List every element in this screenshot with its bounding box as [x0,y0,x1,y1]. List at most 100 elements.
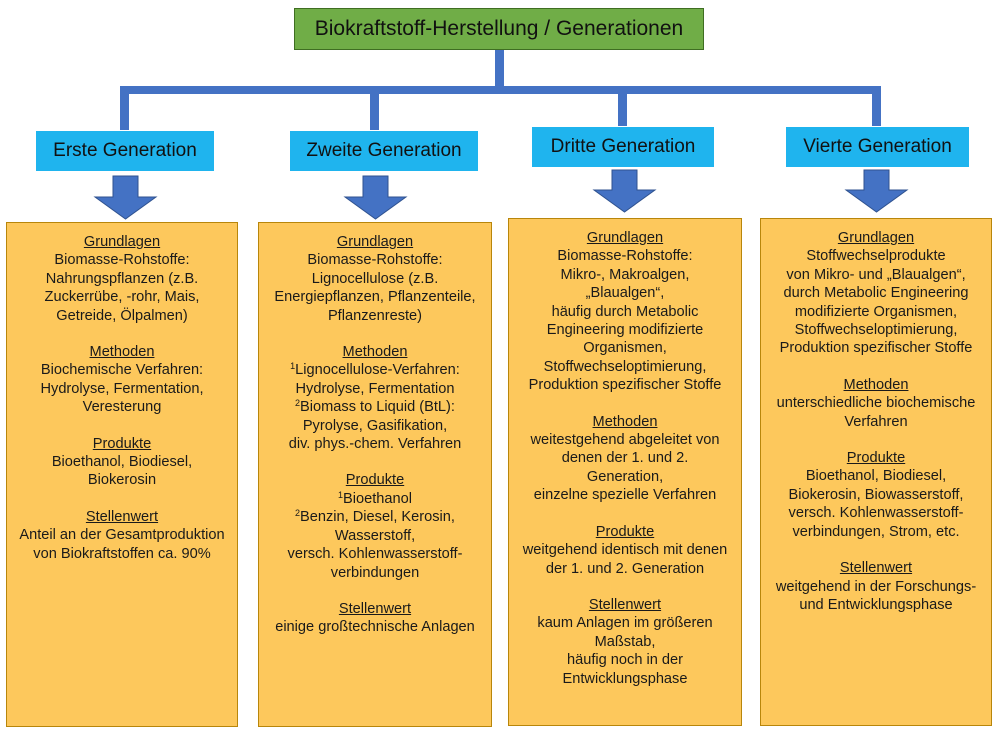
line-text: häufig durch Metabolic [551,303,699,320]
line-text: weitgehend identisch mit denen [522,542,728,559]
text-line: Lignocellulose (z.B. [259,270,491,288]
line-text: und Entwicklungsphase [799,596,953,613]
line-text: kaum Anlagen im größeren [537,615,713,632]
line-text: verbindungen [330,564,420,581]
text-line: 1Lignocellulose-Verfahren: [259,361,491,379]
line-text: Wasserstoff, [334,527,416,544]
line-text: „Blaualgen“, [585,285,665,302]
line-text: Produktion spezifischer Stoffe [528,377,722,394]
line-text: Lignocellulose-Verfahren: [295,362,460,379]
text-line: Pyrolyse, Gasifikation, [259,417,491,435]
branch-line-2 [370,86,379,130]
text-line: Getreide, Ölpalmen) [7,307,237,325]
generation-label-4: Vierte Generation [786,127,969,167]
branch-line-4 [872,86,881,126]
line-text: Lignocellulose (z.B. [311,270,439,287]
section-heading: Methoden [843,376,909,393]
text-line: einzelne spezielle Verfahren [509,486,741,504]
text-line: versch. Kohlenwasserstoff- [259,545,491,563]
section-heading: Grundlagen [586,230,664,246]
text-line: 2Benzin, Diesel, Kerosin, [259,508,491,526]
line-text: Zuckerrübe, -rohr, Mais, [44,289,200,306]
section-heading: Grundlagen [336,234,414,250]
text-line: Maßstab, [509,633,741,651]
diagram-title: Biokraftstoff-Herstellung / Generationen [294,8,704,50]
generation-label-1: Erste Generation [36,131,214,171]
section-heading: Stellenwert [588,596,662,613]
section-heading: Grundlagen [83,234,161,250]
text-line: Engineering modifizierte [509,321,741,339]
text-line: Mikro-, Makroalgen, [509,266,741,284]
line-text: Stoffwechselprodukte [806,248,946,265]
line-text: verbindungen, Strom, etc. [792,523,960,540]
line-text: Bioethanol, Biodiesel, [51,454,193,471]
trunk-line [495,50,504,90]
branch-line-1 [120,86,129,130]
section-heading: Produkte [92,435,152,452]
text-line: von Biokraftstoffen ca. 90% [7,545,237,563]
text-line: Biomasse-Rohstoffe: [259,251,491,269]
text-line: Verfahren [761,413,991,431]
text-line: durch Metabolic Engineering [761,284,991,302]
section-heading: Stellenwert [338,600,412,617]
line-text: Bioethanol, Biodiesel, [805,468,947,485]
line-text: Pflanzenreste) [327,307,423,324]
line-text: Bioethanol [343,490,412,507]
text-line: Hydrolyse, Fermentation, [7,380,237,398]
text-line: Biochemische Verfahren: [7,361,237,379]
text-line: weitgehend in der Forschungs- [761,578,991,596]
line-text: Biochemische Verfahren: [40,362,204,379]
down-arrow-2 [343,175,408,220]
down-arrow-1 [93,175,158,220]
section-heading: Produkte [846,450,906,467]
text-line: Biokerosin [7,471,237,489]
text-line: Nahrungspflanzen (z.B. [7,270,237,288]
line-text: häufig noch in der [566,652,684,669]
line-text: von Mikro- und „Blaualgen“, [786,266,966,283]
text-line: verbindungen, Strom, etc. [761,523,991,541]
line-text: Maßstab, [594,633,656,650]
text-line: Biokerosin, Biowasserstoff, [761,486,991,504]
text-line: versch. Kohlenwasserstoff- [761,504,991,522]
text-line: Stoffwechseloptimierung, [761,321,991,339]
text-line: „Blaualgen“, [509,284,741,302]
footnote-marker: 1 [290,361,296,372]
text-line: Veresterung [7,398,237,416]
section-heading: Grundlagen [837,230,915,246]
text-line: Generation, [509,468,741,486]
text-line: div. phys.-chem. Verfahren [259,435,491,453]
text-line: Pflanzenreste) [259,307,491,325]
text-line: Energiepflanzen, Pflanzenteile, [259,288,491,306]
section-stellenwert: Stellenwert einige großtechnische Anlagen [259,600,491,637]
line-text: Hydrolyse, Fermentation, [40,380,204,397]
line-text: Engineering modifizierte [546,322,704,339]
line-text: div. phys.-chem. Verfahren [288,436,462,453]
line-text: Stoffwechseloptimierung, [794,322,958,339]
line-text: einige großtechnische Anlagen [275,619,475,636]
line-text: Mikro-, Makroalgen, [560,266,690,283]
text-line: denen der 1. und 2. [509,449,741,467]
text-line: häufig noch in der [509,651,741,669]
line-text: Biokerosin [87,472,157,489]
text-line: Wasserstoff, [259,527,491,545]
horizontal-bar [120,86,881,94]
down-arrow-4 [844,169,909,213]
line-text: Getreide, Ölpalmen) [56,307,188,324]
line-text: Biokerosin, Biowasserstoff, [788,486,964,503]
text-line: unterschiedliche biochemische [761,394,991,412]
generation-label-3: Dritte Generation [532,127,714,167]
section-heading: Stellenwert [85,508,159,525]
